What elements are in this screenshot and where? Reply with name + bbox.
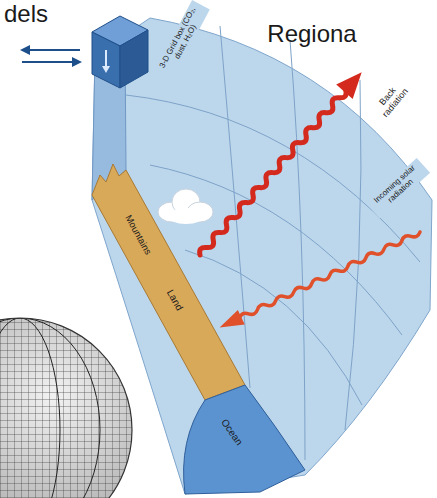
cropped-heading: Regiona [265,20,358,48]
globe [0,310,140,498]
layer-label: Mountains [121,211,155,259]
radiation-label: Back radiation [368,74,417,126]
grid-box-cube [92,16,148,88]
layer-label: Ocean [217,415,247,450]
atmosphere-slab [92,18,432,494]
layer-label: Land [163,285,187,314]
cropped-heading: dels [2,0,50,28]
solar-radiation-arrow [216,225,423,335]
flux-arrows [20,45,82,67]
cloud [158,189,213,224]
ocean-layer [184,385,305,494]
land-layer [92,164,245,400]
back-radiation-arrow [192,65,370,262]
radiation-label: Incoming solar radiation [366,158,430,218]
globe-meridian [0,318,100,498]
globe-grid [0,310,140,498]
grid-lines [126,26,420,460]
globe-meridian [0,318,60,498]
globe-outline [0,318,132,498]
grid-box-label: 3-D Grid box (CO₂, dust, H₂O) [155,0,210,80]
